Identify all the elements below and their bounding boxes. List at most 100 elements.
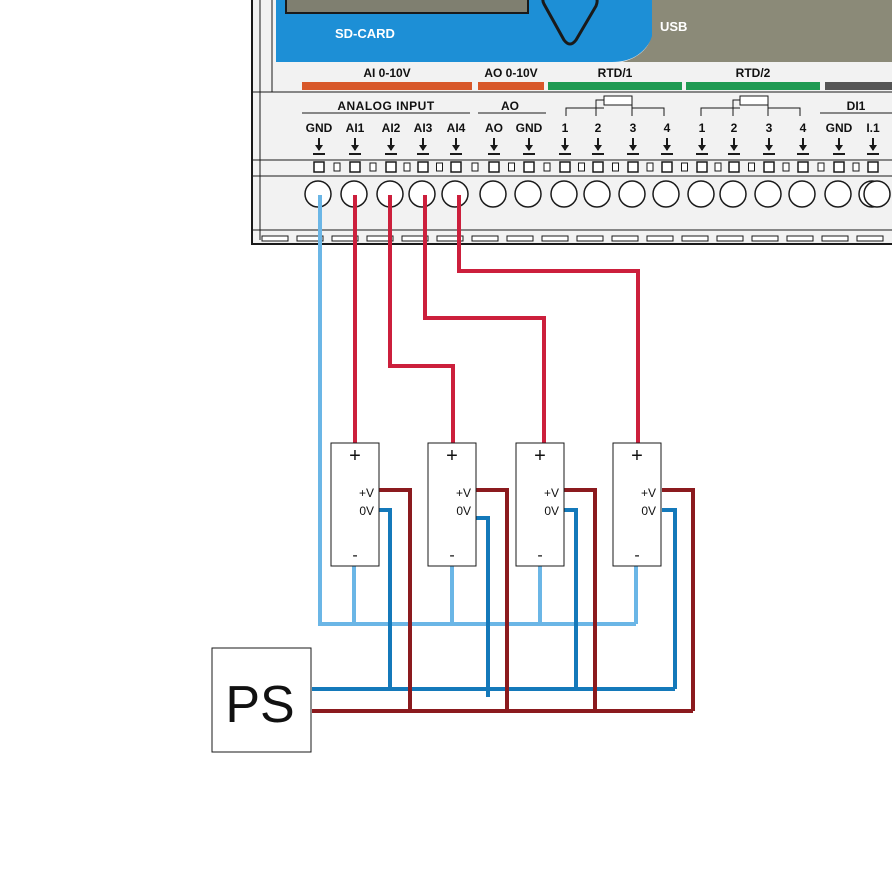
sensor-0v-label: 0V xyxy=(641,504,656,518)
terminal-arrow-icon xyxy=(559,138,571,155)
housing-vent xyxy=(401,235,429,242)
terminal-clamp xyxy=(313,161,325,173)
terminal-label: 2 xyxy=(731,121,738,135)
terminal-label: AI1 xyxy=(346,121,365,135)
sensor-2: + +V 0V - xyxy=(427,442,477,567)
terminal-label: 4 xyxy=(800,121,807,135)
supply-pos-sensor-3 xyxy=(564,488,597,711)
sensor-plus-label: + xyxy=(446,445,458,467)
housing-vent xyxy=(541,235,569,242)
terminal-arrow-icon xyxy=(763,138,775,155)
terminal-label: 3 xyxy=(766,121,773,135)
terminal-screw[interactable] xyxy=(514,180,542,208)
terminal-clamp xyxy=(349,161,361,173)
function-strips: AI 0-10V AO 0-10V RTD/1 RTD/2 xyxy=(302,66,892,90)
terminal-screw[interactable] xyxy=(863,180,891,208)
sensor-3: + +V 0V - xyxy=(515,442,565,567)
ground-wires xyxy=(318,195,638,626)
sensor-vplus-label: +V xyxy=(456,486,471,500)
sensor-1: + +V 0V - xyxy=(330,442,380,567)
signal-wire-ai2 xyxy=(388,195,455,444)
terminal-5: AI4 xyxy=(441,121,469,208)
terminal-clamp xyxy=(385,161,397,173)
supply-0v-wires xyxy=(312,508,677,697)
terminal-screw[interactable] xyxy=(788,180,816,208)
terminal-screw[interactable] xyxy=(441,180,469,208)
terminal-screw[interactable] xyxy=(754,180,782,208)
rtd1-resistor-icon xyxy=(565,95,665,116)
housing-vent xyxy=(436,235,464,242)
clamp-separator xyxy=(748,162,755,172)
terminal-arrow-icon xyxy=(661,138,673,155)
terminal-label: GND xyxy=(306,121,333,135)
sdcard-label: SD-CARD xyxy=(335,26,395,41)
sensor-vplus-label: +V xyxy=(544,486,559,500)
sensor-0v-label: 0V xyxy=(359,504,374,518)
terminal-screw[interactable] xyxy=(550,180,578,208)
terminal-1: GND xyxy=(304,121,333,208)
clamp-separator xyxy=(403,162,411,172)
signal-wire-ai3 xyxy=(423,195,546,444)
ground-bus-wire xyxy=(318,195,636,626)
supply-0v-sensor-4 xyxy=(662,508,677,689)
terminal-screw[interactable] xyxy=(408,180,436,208)
terminal-label: 3 xyxy=(630,121,637,135)
sensor-4: + +V 0V - xyxy=(612,442,662,567)
strip-ai xyxy=(302,82,472,90)
terminal-label: 1 xyxy=(699,121,706,135)
clamp-separator xyxy=(543,162,551,172)
terminal-screw[interactable] xyxy=(618,180,646,208)
terminal-8: 1 xyxy=(550,121,578,208)
terminal-label: GND xyxy=(826,121,853,135)
rtd2-resistor-icon xyxy=(700,95,801,116)
controller-device: SD-CARD USB AI 0-10V AO 0-10V RTD/1 RTD/… xyxy=(251,0,892,245)
supply-pos-sensor-1 xyxy=(378,488,412,711)
terminal-4: AI3 xyxy=(408,121,436,208)
terminal-screw[interactable] xyxy=(824,180,852,208)
strip-label-rtd2: RTD/2 xyxy=(736,66,771,80)
terminal-arrow-icon xyxy=(349,138,361,155)
terminal-label: 4 xyxy=(664,121,671,135)
terminal-clamp xyxy=(833,161,845,173)
terminal-clamp xyxy=(867,161,879,173)
terminal-label: 1 xyxy=(562,121,569,135)
terminal-screw[interactable] xyxy=(687,180,715,208)
terminal-screw[interactable] xyxy=(652,180,680,208)
terminal-screw[interactable] xyxy=(479,180,507,208)
housing-vent xyxy=(296,235,324,242)
front-panel: SD-CARD USB xyxy=(276,0,892,62)
signal-wire-ai4 xyxy=(457,195,640,444)
terminal-clamp xyxy=(763,161,775,173)
terminal-label: GND xyxy=(516,121,543,135)
clamp-separator xyxy=(578,162,585,172)
terminal-clamp xyxy=(450,161,462,173)
terminal-9: 2 xyxy=(583,121,611,208)
clamp-separator xyxy=(714,162,722,172)
group-label-di1: DI1 xyxy=(847,99,866,113)
terminal-label: AI2 xyxy=(382,121,401,135)
housing-vent xyxy=(471,235,499,242)
terminal-screw[interactable] xyxy=(719,180,747,208)
down-arrow-button[interactable] xyxy=(541,0,599,46)
sensor-minus-label: - xyxy=(449,547,454,564)
power-supply-box xyxy=(211,647,312,753)
clamp-separator xyxy=(333,162,341,172)
terminal-12: 1 xyxy=(687,121,715,208)
terminal-10: 3 xyxy=(618,121,646,208)
terminal-3: AI2 xyxy=(376,121,404,208)
supply-pos-sensor-4 xyxy=(662,488,695,711)
strip-label-rtd1: RTD/1 xyxy=(598,66,633,80)
terminal-clamp xyxy=(728,161,740,173)
terminal-clamp xyxy=(488,161,500,173)
strip-label-ai: AI 0-10V xyxy=(363,66,410,80)
terminal-arrow-icon xyxy=(385,138,397,155)
strip-rtd2 xyxy=(686,82,820,90)
terminal-arrow-icon xyxy=(313,138,325,155)
sensor-body xyxy=(515,442,565,567)
power-supply: PS xyxy=(211,647,312,753)
supply-pos-wires xyxy=(312,488,695,713)
terminal-clamp xyxy=(559,161,571,173)
terminal-screw[interactable] xyxy=(583,180,611,208)
